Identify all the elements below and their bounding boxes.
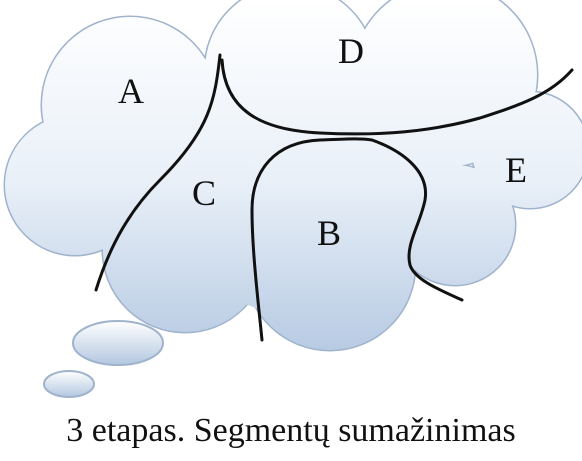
thought-bubble-large [72, 320, 164, 366]
cloud-shape [3, 0, 582, 352]
boundary-b-left [250, 137, 374, 342]
diagram-caption: 3 etapas. Segmentų sumažinimas [66, 412, 516, 449]
thought-bubble-medium [43, 370, 95, 398]
thought-bubbles [43, 320, 164, 398]
segment-label-a: A [118, 71, 144, 111]
segment-label-d: D [338, 31, 364, 71]
segment-label-b: B [317, 213, 341, 253]
boundary-b-e [370, 138, 464, 302]
segment-boundaries [94, 53, 574, 342]
boundary-top-d [220, 58, 574, 136]
boundary-a-c [94, 53, 222, 292]
segment-label-e: E [505, 150, 527, 190]
thought-cloud-diagram: A D C B E [3, 0, 582, 398]
segment-label-c: C [192, 173, 216, 213]
